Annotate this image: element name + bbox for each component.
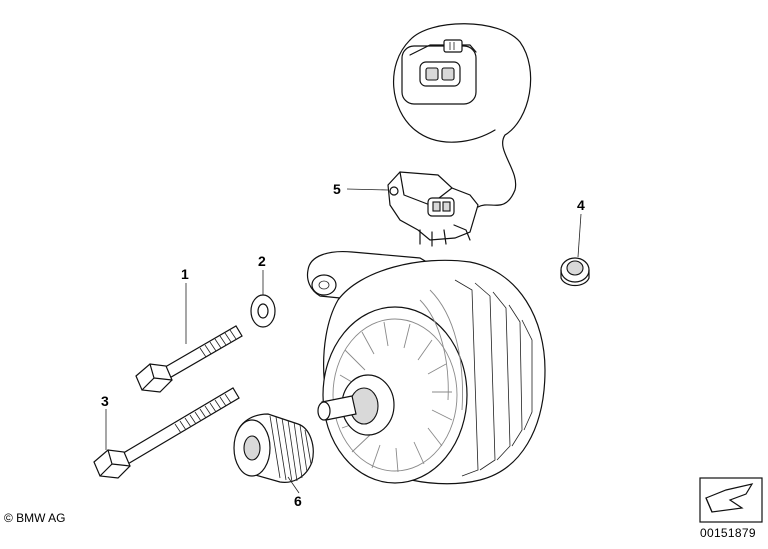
copyright-label: © BMW AG [4,511,66,525]
bolt-short[interactable] [135,325,243,393]
callout-3: 3 [101,393,109,409]
connector-detail-bubble [392,23,532,208]
alternator-fins [419,279,533,477]
callout-6: 6 [294,493,302,509]
document-number: 00151879 [700,526,756,540]
bolt-long[interactable] [93,387,240,479]
washer[interactable] [250,294,276,328]
leader-lines [105,188,582,494]
callout-2: 2 [258,253,266,269]
callout-4: 4 [577,197,585,213]
voltage-regulator[interactable] [387,171,479,247]
alternator[interactable] [306,250,546,485]
callout-5: 5 [333,181,341,197]
callout-1: 1 [181,266,189,282]
pulley[interactable] [233,413,314,483]
arrow-selector-icon[interactable] [699,477,763,523]
cap-nut[interactable] [560,257,590,287]
